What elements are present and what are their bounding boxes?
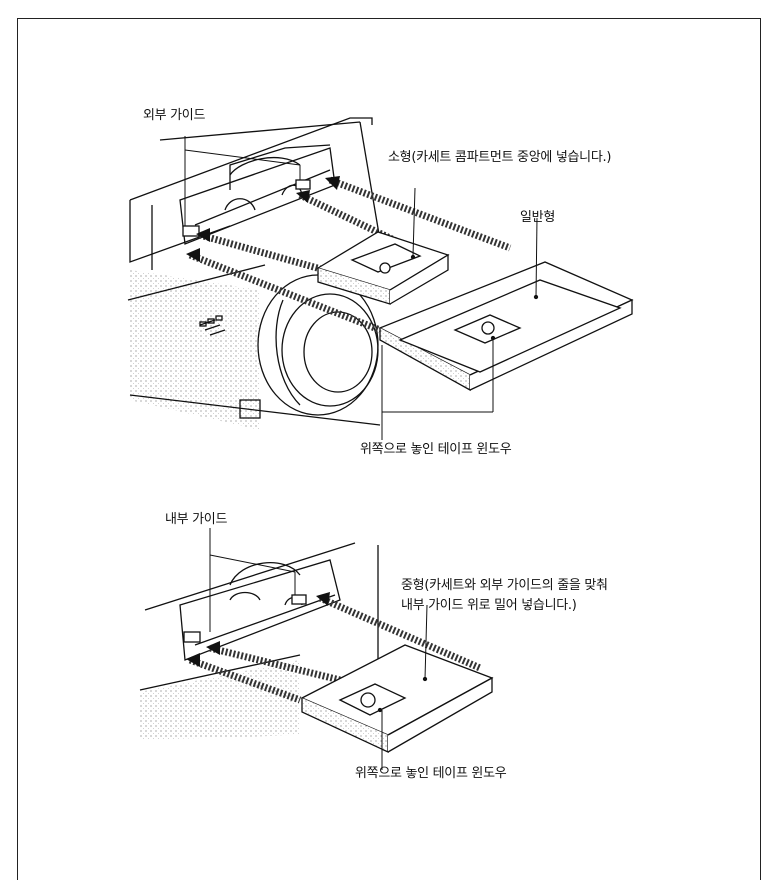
label-medium-cassette-line2: 내부 가이드 위로 밀어 넣습니다.)	[401, 598, 577, 613]
label-tape-window-bottom: 위쪽으로 놓인 테이프 윈도우	[355, 766, 507, 781]
top-arrow-heads	[186, 176, 340, 262]
top-leader-lines	[184, 136, 538, 440]
small-cassette	[316, 231, 450, 305]
label-tape-window-top: 위쪽으로 놓인 테이프 윈도우	[360, 442, 512, 457]
label-small-cassette: 소형(카세트 콤파트먼트 중앙에 넣습니다.)	[388, 150, 612, 165]
top-deck-illustration	[127, 117, 381, 430]
bottom-deck-illustration	[139, 542, 379, 740]
label-outer-guide: 외부 가이드	[143, 108, 206, 123]
bottom-insertion-arrows	[188, 594, 482, 704]
label-standard-cassette: 일반형	[520, 210, 555, 225]
label-inner-guide: 내부 가이드	[165, 512, 228, 527]
page-frame	[17, 18, 761, 880]
standard-cassette	[378, 261, 634, 392]
medium-cassette	[300, 644, 494, 754]
bottom-arrow-heads	[186, 592, 330, 667]
bottom-leader-lines	[209, 528, 428, 770]
label-medium-cassette-line1: 중형(카세트와 외부 가이드의 줄을 맞춰	[401, 578, 608, 593]
